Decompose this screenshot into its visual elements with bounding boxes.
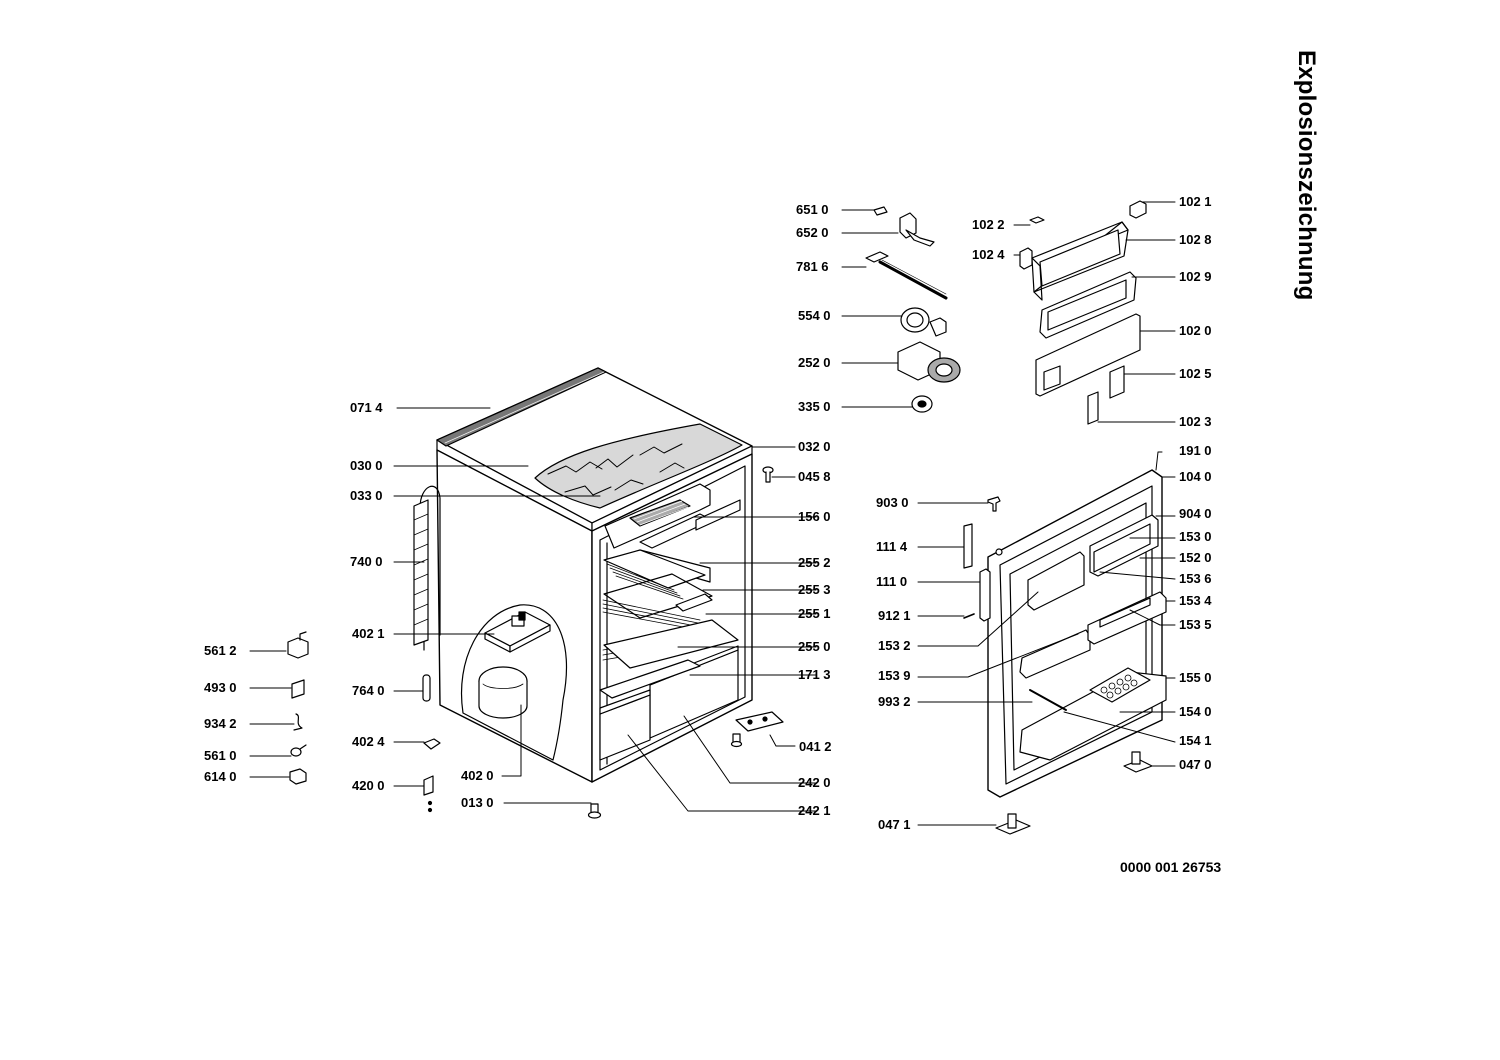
freezer-door-parts <box>1019 200 1147 425</box>
part-label-104-0: 104 0 <box>1179 469 1212 484</box>
freezer-grid <box>629 499 691 527</box>
part-label-033-0: 033 0 <box>350 488 383 503</box>
part-label-153-9: 153 9 <box>878 668 911 683</box>
part-label-111-0: 111 0 <box>876 574 908 589</box>
part-label-242-1: 242 1 <box>798 803 831 818</box>
foot <box>587 803 602 819</box>
part-label-047-0: 047 0 <box>1179 757 1212 772</box>
part-label-651-0: 651 0 <box>796 202 829 217</box>
leader-lines <box>249 201 1176 826</box>
part-label-561-0: 561 0 <box>204 748 237 763</box>
part-label-420-0: 420 0 <box>352 778 385 793</box>
part-label-561-2: 561 2 <box>204 643 237 658</box>
document-number: 0000 001 26753 <box>1120 859 1222 875</box>
part-label-102-5: 102 5 <box>1179 366 1212 381</box>
part-label-252-0: 252 0 <box>798 355 831 370</box>
part-label-614-0: 614 0 <box>204 769 237 784</box>
part-label-153-2: 153 2 <box>878 638 911 653</box>
part-label-030-0: 030 0 <box>350 458 383 473</box>
part-label-154-0: 154 0 <box>1179 704 1212 719</box>
part-label-740-0: 740 0 <box>350 554 383 569</box>
fridge-door <box>963 469 1167 835</box>
part-label-032-0: 032 0 <box>798 439 831 454</box>
part-label-912-1: 912 1 <box>878 608 911 623</box>
part-label-903-0: 903 0 <box>876 495 909 510</box>
diagram-title: Explosionszeichnung <box>1293 50 1320 301</box>
part-label-153-4: 153 4 <box>1179 593 1212 608</box>
part-label-402-1: 402 1 <box>352 626 385 641</box>
part-label-993-2: 993 2 <box>878 694 911 709</box>
part-label-154-1: 154 1 <box>1179 733 1212 748</box>
part-label-255-2: 255 2 <box>798 555 831 570</box>
part-label-102-1: 102 1 <box>1179 194 1212 209</box>
clip <box>423 738 441 750</box>
part-label-242-0: 242 0 <box>798 775 831 790</box>
part-label-255-0: 255 0 <box>798 639 831 654</box>
condenser-coil <box>419 485 441 636</box>
part-label-191-0: 191 0 <box>1179 443 1212 458</box>
part-label-156-0: 156 0 <box>798 509 831 524</box>
part-label-102-0: 102 0 <box>1179 323 1212 338</box>
part-label-652-0: 652 0 <box>796 225 829 240</box>
part-label-102-3: 102 3 <box>1179 414 1212 429</box>
dryer-filter <box>422 674 431 702</box>
part-label-493-0: 493 0 <box>204 680 237 695</box>
control-parts <box>865 206 961 413</box>
part-label-764-0: 764 0 <box>352 683 385 698</box>
capacitor <box>423 775 434 796</box>
part-label-934-2: 934 2 <box>204 716 237 731</box>
vent-grille <box>436 367 607 447</box>
part-label-155-0: 155 0 <box>1179 670 1212 685</box>
part-label-335-0: 335 0 <box>798 399 831 414</box>
part-label-781-6: 781 6 <box>796 259 829 274</box>
loose-parts <box>287 631 309 785</box>
door-handle <box>979 568 991 622</box>
part-label-255-3: 255 3 <box>798 582 831 597</box>
part-label-554-0: 554 0 <box>798 308 831 323</box>
bottom-hinge <box>730 711 784 748</box>
part-label-111-4: 111 4 <box>876 539 908 554</box>
part-label-171-3: 171 3 <box>798 667 831 682</box>
part-label-013-0: 013 0 <box>461 795 494 810</box>
part-label-102-9: 102 9 <box>1179 269 1212 284</box>
part-label-153-0: 153 0 <box>1179 529 1212 544</box>
part-label-047-1: 047 1 <box>878 817 911 832</box>
part-label-041-2: 041 2 <box>799 739 832 754</box>
part-label-102-8: 102 8 <box>1179 232 1212 247</box>
part-label-402-4: 402 4 <box>352 734 385 749</box>
top-liner-foil <box>534 423 743 509</box>
part-label-152-0: 152 0 <box>1179 550 1212 565</box>
screw <box>762 466 774 483</box>
part-label-153-5: 153 5 <box>1179 617 1212 632</box>
part-label-904-0: 904 0 <box>1179 506 1212 521</box>
part-label-045-8: 045 8 <box>798 469 831 484</box>
part-label-153-6: 153 6 <box>1179 571 1212 586</box>
part-label-255-1: 255 1 <box>798 606 831 621</box>
part-label-102-4: 102 4 <box>972 247 1005 262</box>
part-label-071-4: 071 4 <box>350 400 383 415</box>
part-label-402-0: 402 0 <box>461 768 494 783</box>
cabinet-body <box>413 367 784 819</box>
part-label-102-2: 102 2 <box>972 217 1005 232</box>
